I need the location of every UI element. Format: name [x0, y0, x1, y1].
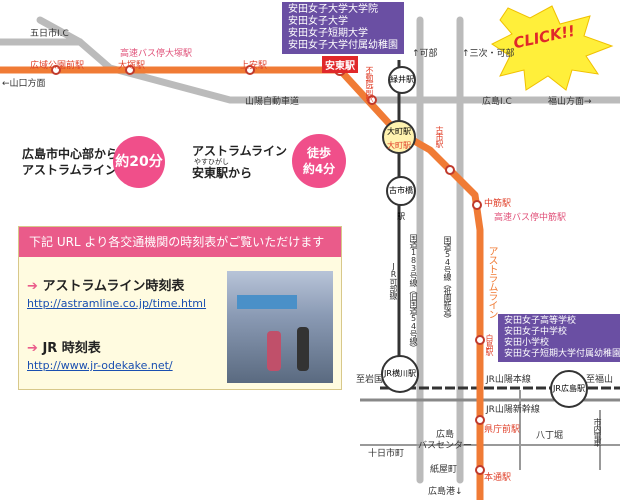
kabe-label: ↑可部: [412, 49, 438, 59]
school-bottom-2: 安田女子中学校: [504, 327, 568, 337]
highway-bus-nakasuji-label: 高速バス停中筋駅: [494, 213, 567, 223]
station-dot: [367, 95, 377, 105]
hatchobori-label: 八丁堀: [536, 431, 564, 441]
schools-top-box[interactable]: 安田女子大学大学院 安田女子大学 安田女子短期大学 安田女子大学付属幼稚園: [282, 2, 404, 54]
station-dot: [245, 65, 255, 75]
to-iwakuni-label: 至岩国: [356, 375, 384, 385]
access-right-text: アストラムライン やすひがし 安東駅から: [192, 144, 288, 180]
astram-timetable-link[interactable]: http://astramline.co.jp/time.html: [27, 297, 207, 310]
school-top-3: 安田女子短期大学: [288, 28, 368, 39]
school-bottom-4: 安田女子短期大学付属幼稚園: [504, 349, 620, 359]
station-label-hondori: 本通駅: [484, 473, 512, 483]
school-bottom-1: 安田女子高等学校: [504, 316, 577, 326]
schools-bottom-box[interactable]: 安田女子高等学校 安田女子中学校 安田小学校 安田女子短期大学付属幼稚園: [498, 314, 620, 362]
furuichibashi-station[interactable]: 古市橋駅: [386, 176, 416, 221]
kamiyacho-label: 紙屋町: [430, 465, 458, 475]
shinai-densha-label: 市内電車: [593, 418, 602, 446]
arrow-right-icon: ➔: [27, 279, 38, 294]
access-left-text: 広島市中心部から アストラムラインで: [22, 147, 130, 177]
station-sign-shape: [237, 295, 297, 309]
bus-center-label: 広島 バスセンター: [418, 430, 473, 451]
timetable-heading: 下記 URL より各交通機関の時刻表がご覧いただけます: [19, 227, 341, 257]
station-label-hakushima: 白島駅: [485, 334, 494, 355]
person-shape: [297, 327, 309, 371]
station-label-yasuhigashi[interactable]: 安東駅: [322, 56, 358, 73]
omachi-station[interactable]: 大町駅 大町駅: [382, 120, 416, 154]
astram-timetable-title: ➔ アストラムライン時刻表: [27, 279, 185, 294]
jr-kabe-line-label: JR可部線: [389, 262, 398, 299]
shinkansen-label: JR山陽新幹線: [486, 405, 540, 415]
sanyo-expressway-label: 山陽自動車道: [245, 97, 300, 107]
gobi-ramp: [36, 16, 84, 46]
jr-timetable-link[interactable]: http://www.jr-odekake.net/: [27, 359, 173, 372]
access-time-left: 約20分: [113, 136, 165, 188]
yamaguchi-label: ←山口方面: [2, 79, 46, 89]
miyoshi-label: ↑三次・可部: [462, 49, 515, 59]
jr-yokogawa-station[interactable]: JR横川駅: [381, 355, 419, 393]
station-dot: [475, 465, 485, 475]
station-dot: [472, 200, 482, 210]
station-label-furuichi: 古市駅: [435, 126, 444, 147]
astram-line-label: アストラムライン: [486, 246, 497, 318]
road-network: [0, 16, 620, 484]
jr-sanyo-main-label: JR山陽本線: [486, 375, 531, 385]
station-dot: [475, 335, 485, 345]
route54-label: 国道54号線（祇園新道）: [443, 236, 452, 322]
access-time-right: 徒歩 約4分: [292, 134, 346, 188]
school-top-1: 安田女子大学大学院: [288, 4, 378, 15]
school-top-4: 安田女子大学付属幼稚園: [288, 40, 398, 51]
gobi-ic-label: 五日市I.C: [30, 29, 69, 39]
hiroshima-port-label: 広島港↓: [428, 487, 463, 497]
highway-bus-ozuka-label: 高速バス停大塚駅: [120, 49, 193, 59]
station-dot: [51, 65, 61, 75]
station-label-kamiyasu: 上安駅: [240, 61, 268, 71]
station-label-ozuka: 大塚駅: [118, 61, 146, 71]
route183-label: 国道183号線（旧国道54号線）: [409, 234, 418, 351]
tram-lines: [360, 390, 620, 470]
astram-station-dots: [51, 64, 485, 475]
fukuyama-label: 福山方面→: [548, 97, 592, 107]
hiroshima-ic-label: 広島I.C: [482, 97, 512, 107]
click-burst: [491, 5, 614, 91]
arrow-right-icon: ➔: [27, 341, 38, 356]
station-label-kouen: 広域公園前駅: [30, 61, 85, 71]
person-shape: [267, 331, 281, 371]
station-dot: [475, 415, 485, 425]
tokaichi-label: 十日市町: [368, 449, 405, 459]
midorii-station[interactable]: 緑井駅: [388, 66, 416, 94]
station-label-nakasuji: 中筋駅: [484, 199, 512, 209]
timetable-info-box: 下記 URL より各交通機関の時刻表がご覧いただけます ➔ アストラムライン時刻…: [18, 226, 342, 390]
station-dot: [125, 65, 135, 75]
jr-timetable-title: ➔ JR 時刻表: [27, 341, 101, 356]
station-label-kencho: 県庁前駅: [484, 425, 521, 435]
station-dot: [445, 165, 455, 175]
to-fukuyama-label: 至福山: [586, 375, 614, 385]
station-label-fudoin: 不動院前駅: [365, 66, 374, 101]
station-photo: [227, 271, 333, 383]
school-bottom-3: 安田小学校: [504, 338, 550, 348]
jr-hiroshima-station[interactable]: JR広島駅: [550, 370, 588, 408]
school-top-2: 安田女子大学: [288, 16, 348, 27]
